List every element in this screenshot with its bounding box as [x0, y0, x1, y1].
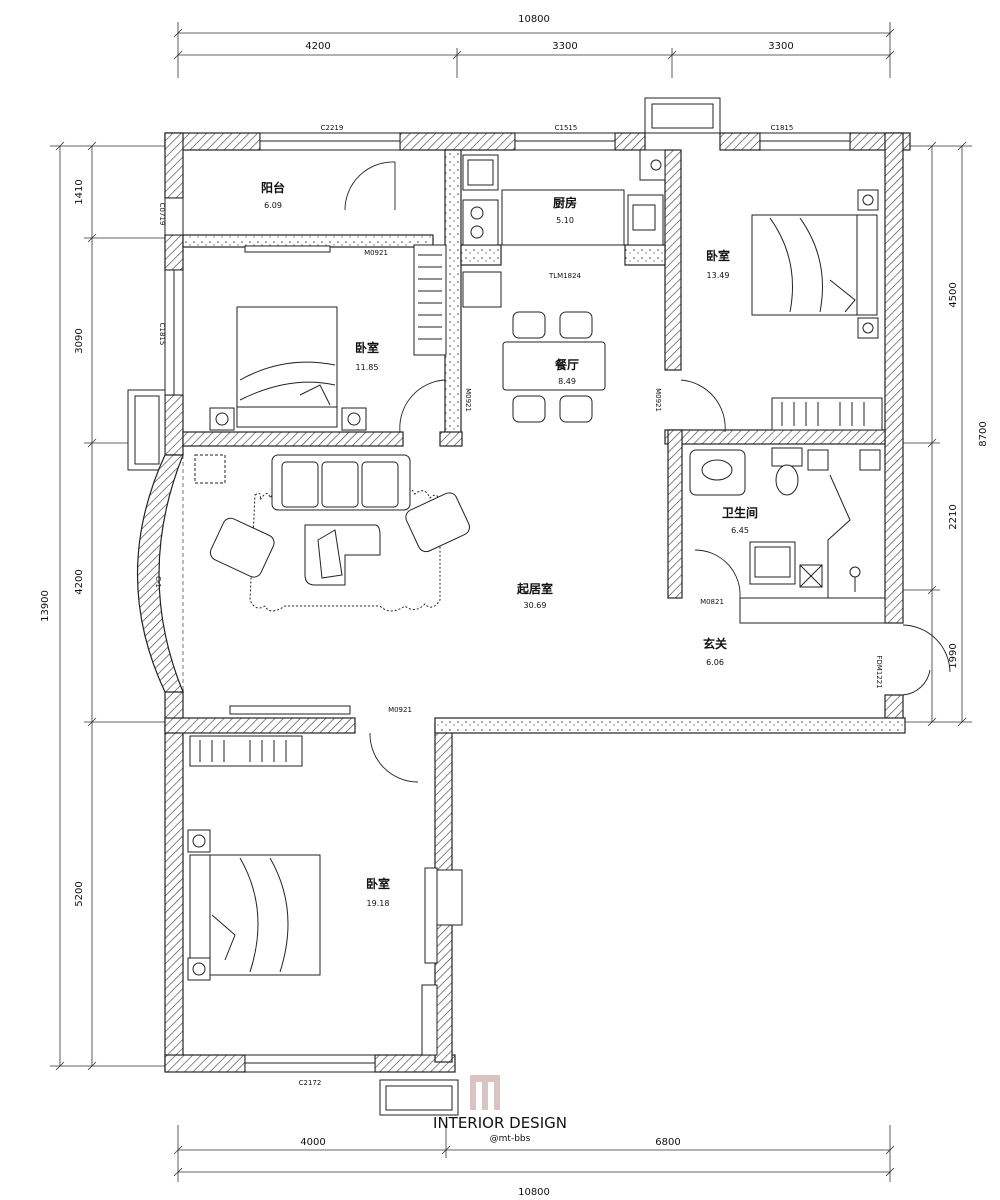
room-balcony-name: 阳台: [261, 180, 285, 195]
room-living-area: 30.69: [524, 601, 547, 610]
dim-left-total: 13900: [40, 590, 51, 622]
code-m0921-balcony: M0921: [364, 249, 388, 257]
dim-left-seg-4: 5200: [74, 881, 85, 906]
code-c2172: C2172: [299, 1079, 322, 1087]
living-set: [194, 454, 470, 612]
bed-northeast: [751, 189, 879, 339]
code-c1: C-1: [154, 576, 162, 588]
dim-left-seg-1: 1410: [74, 179, 85, 204]
room-bedroom-w-name: 卧室: [355, 340, 379, 355]
code-c2219: C2219: [321, 124, 344, 132]
dimension-left: [50, 141, 170, 1071]
dim-top-seg-3: 3300: [768, 41, 793, 52]
code-m0821-bath: M0821: [700, 598, 724, 606]
dim-left-seg-2: 3090: [74, 328, 85, 353]
wardrobe-south: [189, 735, 303, 767]
doors: [344, 161, 951, 783]
code-c1515: C1515: [555, 124, 578, 132]
dim-right-seg-2: 2210: [948, 504, 959, 529]
dimension-top: [173, 22, 895, 78]
code-m0921-e: M0921: [654, 388, 662, 412]
watermark-handle: @mt-bbs: [490, 1134, 531, 1144]
dim-bottom-seg-2: 6800: [655, 1137, 680, 1148]
windows: [127, 97, 851, 1116]
code-c0719: C0719: [158, 203, 166, 226]
room-living-name: 起居室: [516, 581, 553, 596]
wardrobe-west: [413, 244, 447, 356]
dimension-right: [900, 141, 972, 727]
dim-left-seg-3: 4200: [74, 569, 85, 594]
room-dining-name: 餐厅: [555, 357, 579, 372]
code-fdm1221: FDM1221: [875, 655, 883, 688]
room-bedroom-ne-area: 13.49: [707, 271, 730, 280]
room-bathroom-area: 6.45: [731, 526, 749, 535]
dim-bottom-seg-1: 4000: [300, 1137, 325, 1148]
desk-south: [421, 867, 463, 1056]
dimension-bottom: [173, 1125, 895, 1182]
kitchen-fixtures: [462, 149, 666, 308]
room-foyer-name: 玄关: [703, 636, 727, 651]
bay-window: [136, 454, 184, 693]
room-foyer-area: 6.06: [706, 658, 724, 667]
dim-top-total: 10800: [518, 14, 550, 25]
room-kitchen-name: 厨房: [553, 195, 577, 210]
dim-bottom-total: 10800: [518, 1187, 550, 1198]
room-kitchen-area: 5.10: [556, 216, 574, 225]
bed-south: [187, 829, 321, 981]
room-balcony-area: 6.09: [264, 201, 282, 210]
room-bedroom-ne-name: 卧室: [706, 248, 730, 263]
code-tlm1824: TLM1824: [548, 272, 582, 280]
bathroom-fixtures: [689, 447, 886, 624]
code-m0921-w: M0921: [464, 388, 472, 412]
watermark: INTERIOR DESIGN @mt-bbs: [433, 1075, 567, 1144]
room-bathroom-name: 卫生间: [722, 505, 758, 520]
code-c1815-left: C1815: [158, 323, 166, 346]
dining-set: [502, 311, 606, 423]
room-dining-area: 8.49: [558, 377, 576, 386]
dim-top-seg-1: 4200: [305, 41, 330, 52]
room-bedroom-s-area: 19.18: [367, 899, 390, 908]
watermark-logo-icon: [470, 1075, 500, 1110]
dim-right-seg-1: 4500: [948, 282, 959, 307]
dim-top-seg-2: 3300: [552, 41, 577, 52]
room-bedroom-w-area: 11.85: [356, 363, 379, 372]
dim-right-seg-3: 1990: [948, 643, 959, 668]
code-m0921-s: M0921: [388, 706, 412, 714]
room-bedroom-s-name: 卧室: [366, 876, 390, 891]
dim-right-total: 8700: [978, 421, 989, 446]
watermark-brand: INTERIOR DESIGN: [433, 1114, 567, 1132]
bed-west: [209, 306, 367, 431]
code-c1815: C1815: [771, 124, 794, 132]
wardrobe-northeast: [771, 397, 883, 431]
